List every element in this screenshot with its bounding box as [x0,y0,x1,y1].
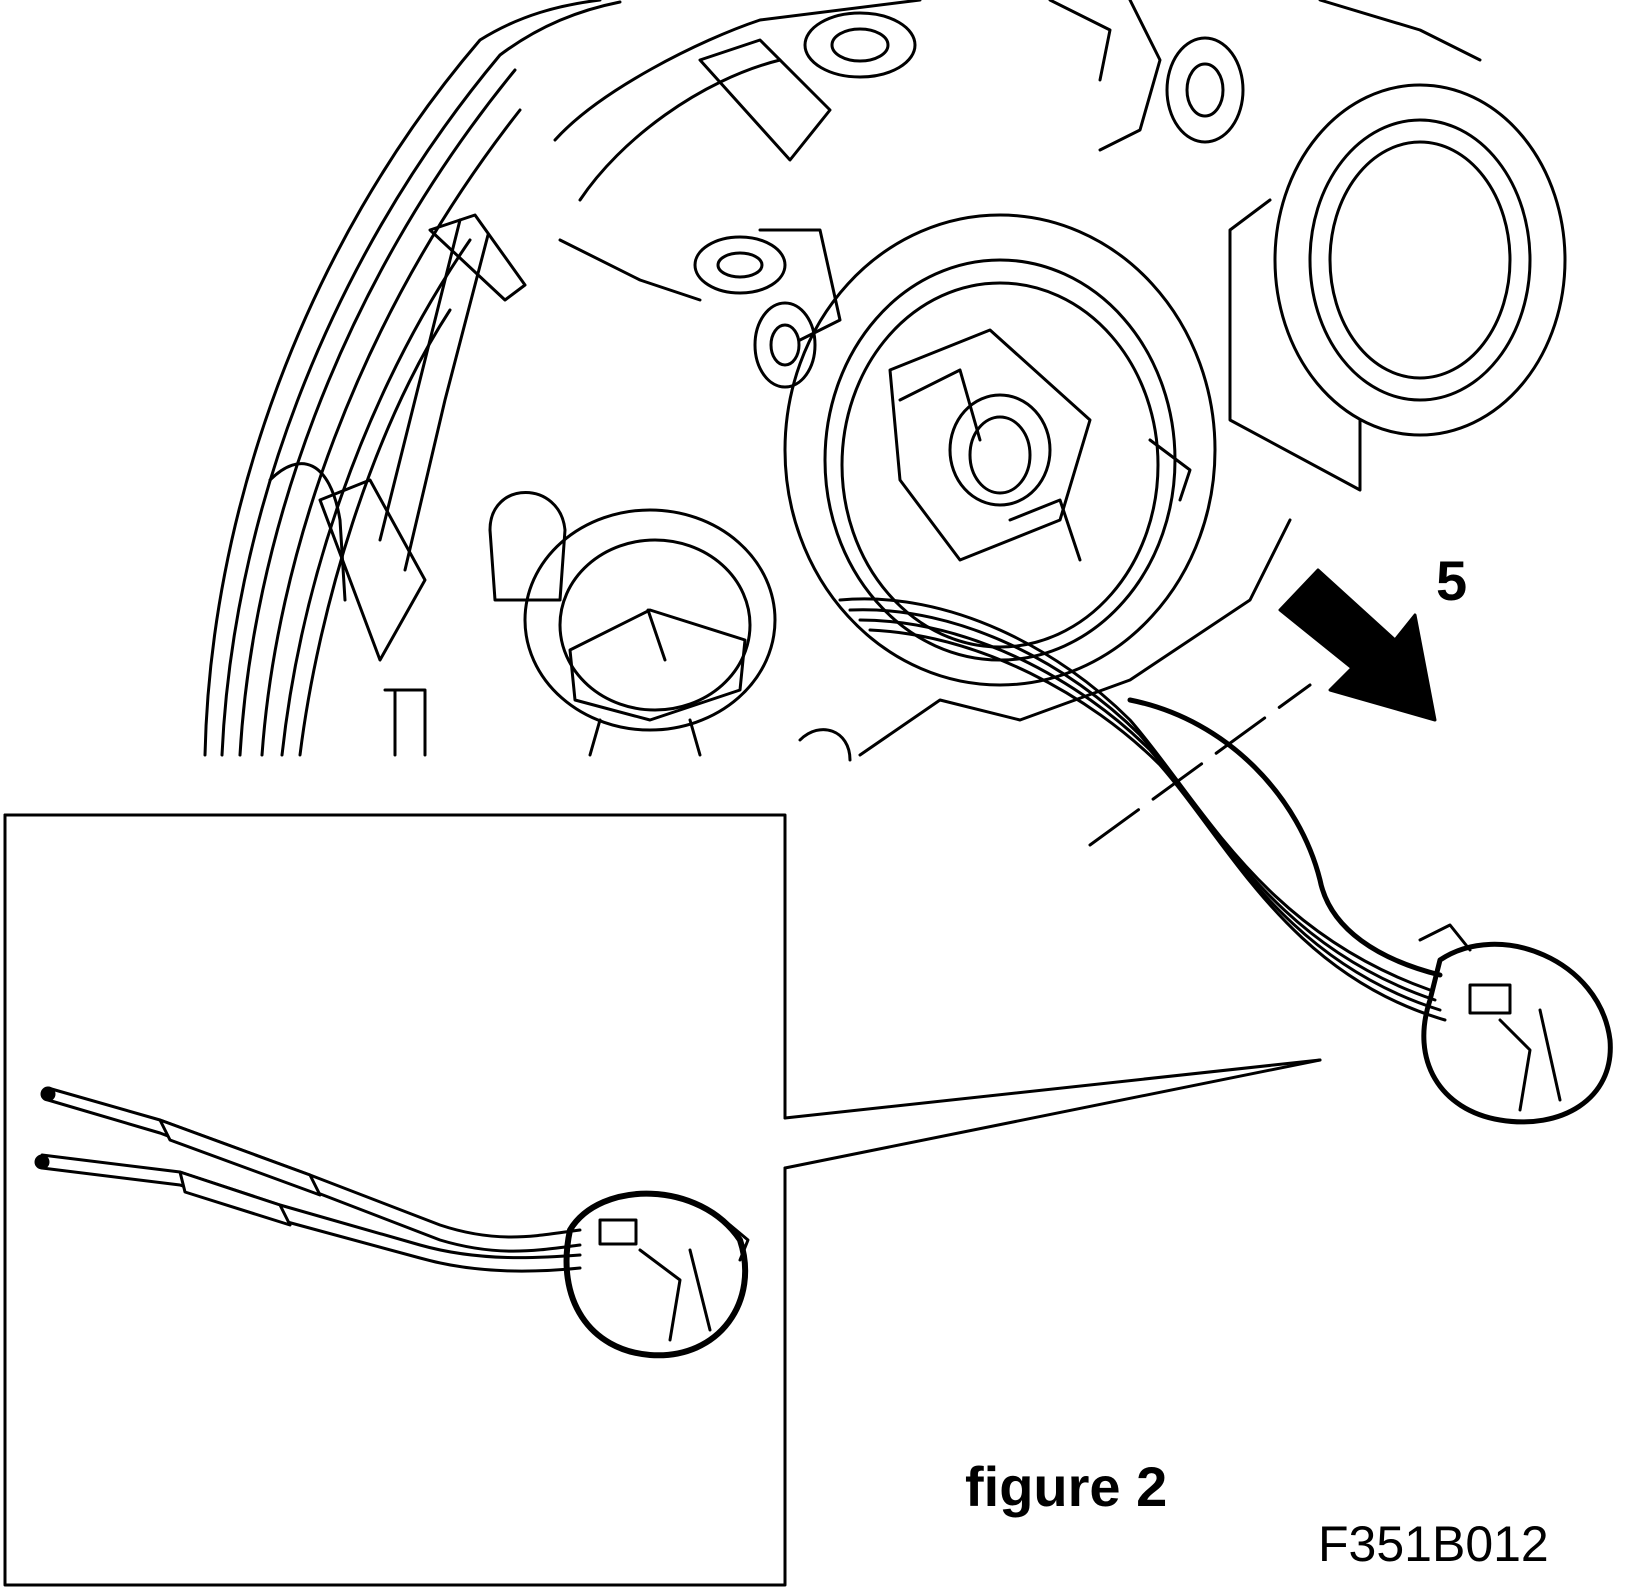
bulb-aperture [783,213,1217,687]
inset-connector [563,1190,750,1359]
figure-code: F351B012 [1318,1516,1549,1572]
bulb-socket [888,328,1192,562]
secondary-socket [488,491,852,762]
inset-frame [3,813,787,1587]
magnification-wedge [783,1058,1322,1170]
right-lens-boss [1228,83,1567,492]
left-clip-strap [268,213,527,757]
figure-caption: figure 2 [965,1455,1168,1518]
wiring-harness [838,597,1447,1022]
view-direction-dashed-line [1088,683,1312,847]
housing-outer-arcs [203,0,622,757]
mounting-bosses [693,11,1245,389]
housing-lower-edge [858,518,1292,757]
upper-frame [553,0,1482,342]
harness-connector [1418,923,1613,1125]
inset-wires [34,1086,582,1273]
view-arrow-icon [1278,568,1437,722]
callout-number: 5 [1436,549,1468,612]
